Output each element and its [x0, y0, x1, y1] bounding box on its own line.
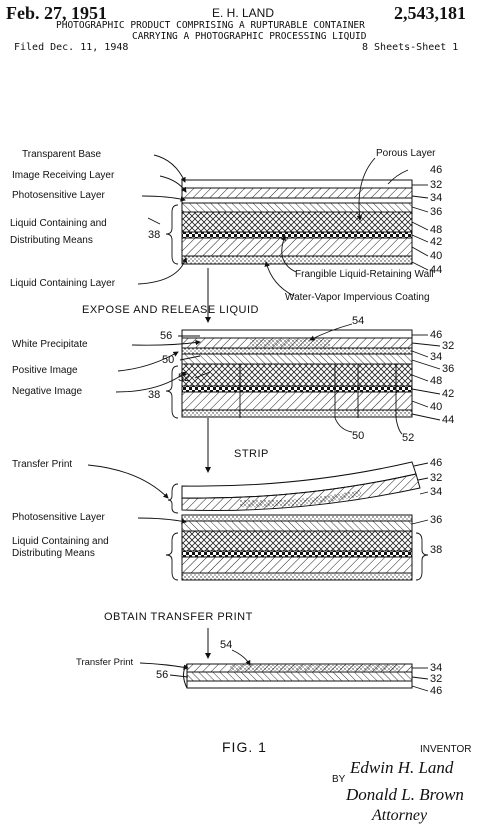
- porous-layer: [181, 211, 413, 233]
- ref-32-s2: 32: [442, 340, 455, 352]
- attorney-signature: Donald L. Brown: [346, 785, 464, 804]
- stage3-remaining-stack: [181, 514, 413, 581]
- label-porous-layer: Porous Layer: [376, 148, 436, 159]
- photosensitive-layer: [181, 197, 413, 204]
- water-vapor-coating: [181, 255, 413, 265]
- ref-40-s2: 40: [430, 401, 443, 413]
- attorney-label: Attorney: [372, 807, 428, 824]
- ref-56-s4: 56: [156, 669, 169, 681]
- ref-38: 38: [148, 229, 161, 241]
- ref-54-s4: 54: [220, 639, 233, 651]
- ref-32-s3: 32: [430, 472, 443, 484]
- label-positive-image: Positive Image: [12, 365, 78, 376]
- ref-34-s4: 34: [430, 662, 443, 674]
- inventor-heading: INVENTOR: [420, 744, 472, 755]
- ref-46-s4: 46: [430, 685, 443, 697]
- ref-34-s2: 34: [430, 351, 443, 363]
- by-label: BY: [332, 774, 346, 785]
- ref-44: 44: [430, 264, 443, 276]
- stage4-transfer-print: [183, 663, 413, 689]
- figure-label: FIG. 1: [222, 739, 267, 755]
- ref-52-s2b: 52: [402, 432, 415, 444]
- ref-48: 48: [430, 224, 443, 236]
- ref-52-s2a: 52: [178, 372, 191, 384]
- label-liquid-means-2: Distributing Means: [10, 235, 93, 246]
- ref-48-s2: 48: [430, 375, 443, 387]
- stage3-peeling-sheet: [181, 461, 421, 512]
- inventor-name: E. H. LAND: [212, 6, 275, 20]
- label-image-receiving-layer: Image Receiving Layer: [12, 170, 115, 181]
- label-liquid-means-1: Liquid Containing and: [10, 218, 107, 229]
- ref-46: 46: [430, 164, 443, 176]
- ref-42: 42: [430, 236, 443, 248]
- ref-46-s2: 46: [430, 329, 443, 341]
- label-frangible-wall: Frangible Liquid-Retaining Wall: [295, 269, 434, 280]
- ref-34-s3: 34: [430, 486, 443, 498]
- step-expose-release: EXPOSE AND RELEASE LIQUID: [82, 304, 259, 316]
- ref-36-s2: 36: [442, 363, 455, 375]
- frangible-wall: [181, 231, 413, 239]
- ref-36: 36: [430, 206, 443, 218]
- label-transfer-print-s4: Transfer Print: [76, 657, 134, 668]
- label-water-vapor-coating: Water-Vapor Impervious Coating: [285, 292, 430, 303]
- ref-38-s3: 38: [430, 544, 443, 556]
- label-photosensitive-layer-s3: Photosensitive Layer: [12, 512, 105, 523]
- step-obtain-print: OBTAIN TRANSFER PRINT: [104, 611, 253, 623]
- ref-50-s2b: 50: [352, 430, 365, 442]
- transparent-base-layer: [181, 179, 413, 189]
- ref-36-s3: 36: [430, 514, 443, 526]
- label-liquid-means-s3-1: Liquid Containing and: [12, 536, 109, 547]
- ref-54: 54: [352, 315, 365, 327]
- ref-34: 34: [430, 192, 443, 204]
- label-negative-image: Negative Image: [12, 386, 83, 397]
- sheet-count: 8 Sheets-Sheet 1: [362, 42, 459, 53]
- ref-40: 40: [430, 250, 443, 262]
- stage1-layer-stack: [181, 179, 413, 265]
- title-line-2: CARRYING A PHOTOGRAPHIC PROCESSING LIQUI…: [132, 31, 367, 42]
- step-strip: STRIP: [234, 448, 269, 460]
- ref-38-s2: 38: [148, 389, 161, 401]
- stage2-layer-stack: [181, 329, 413, 418]
- label-liquid-means-s3-2: Distributing Means: [12, 548, 95, 559]
- ref-32-s4: 32: [430, 673, 443, 685]
- label-transparent-base: Transparent Base: [22, 149, 102, 160]
- title-line-1: PHOTOGRAPHIC PRODUCT COMPRISING A RUPTUR…: [56, 20, 365, 31]
- image-receiving-layer: [181, 187, 413, 199]
- label-transfer-print: Transfer Print: [12, 459, 73, 470]
- patent-number: 2,543,181: [394, 3, 466, 23]
- inventor-signature: Edwin H. Land: [350, 758, 454, 777]
- ref-44-s2: 44: [442, 414, 455, 426]
- ref-32: 32: [430, 179, 443, 191]
- ref-56: 56: [160, 330, 173, 342]
- filed-date: Filed Dec. 11, 1948: [14, 42, 129, 53]
- label-liquid-containing-layer: Liquid Containing Layer: [10, 278, 116, 289]
- layer-36: [181, 202, 413, 213]
- ref-46-s3: 46: [430, 457, 443, 469]
- label-white-precipitate: White Precipitate: [12, 339, 88, 350]
- ref-50-s2a: 50: [162, 354, 175, 366]
- liquid-containing-layer: [181, 237, 413, 257]
- patent-date: Feb. 27, 1951: [6, 3, 107, 23]
- label-photosensitive-layer: Photosensitive Layer: [12, 190, 105, 201]
- ref-42-s2: 42: [442, 388, 455, 400]
